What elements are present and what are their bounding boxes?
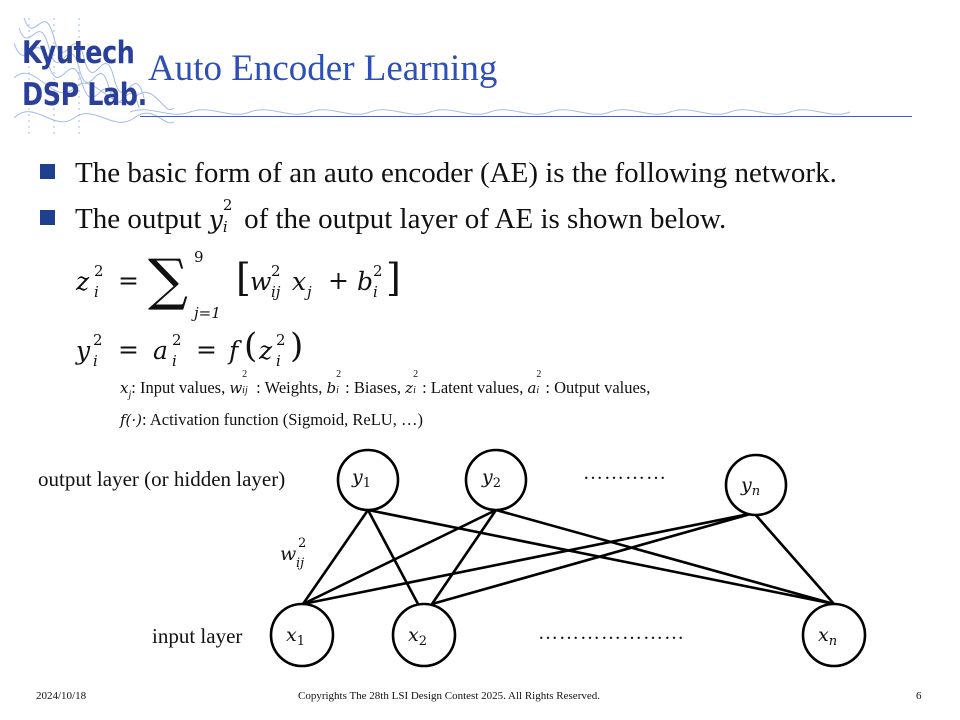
title-wave-decoration (130, 109, 851, 115)
input-layer-label: input layer (152, 624, 243, 648)
bullet-square-icon (40, 210, 55, 225)
logo-text-line2: DSP Lab. (22, 77, 147, 113)
output-node-label: yn (741, 474, 761, 499)
edge-y1-x1 (301, 509, 370, 605)
edge-yn-xn (753, 512, 835, 605)
output-node-y2 (464, 448, 528, 512)
bullet-square-icon (40, 164, 55, 179)
symbol-legend-line2: f(·): Activation function (Sigmoid, ReLU… (120, 410, 423, 429)
logo-text-line1: Kyutech (22, 35, 135, 71)
bullet-math-var: y (208, 205, 223, 234)
edge-yn-x2 (431, 511, 755, 606)
title-divider (140, 116, 912, 117)
sum-upper-limit: 9 (194, 248, 204, 266)
output-layer-label: output layer (or hidden layer) (38, 467, 286, 491)
output-node-label: y2 (482, 466, 502, 491)
footer-date: 2024/10/18 (36, 690, 87, 702)
input-node-label: x1 (286, 624, 305, 649)
logo: Kyutech DSP Lab. (14, 18, 174, 136)
bullet-text-pre: The output (75, 203, 209, 235)
bullet-math-sub: i (222, 218, 228, 236)
edge-yn-x1 (302, 511, 755, 606)
sum-lower-limit: j=1 (194, 304, 221, 322)
summation-sign: ∑ (148, 248, 188, 313)
edge-y2-xn (495, 508, 835, 606)
footer-page-number: 6 (916, 690, 922, 702)
bullet-math-sup: 2 (222, 196, 233, 214)
footer-copyright: Copyrights The 28th LSI Design Contest 2… (298, 690, 600, 702)
input-ellipsis: ………………… (538, 622, 685, 644)
output-node-label: y1 (352, 466, 372, 491)
input-node-label: x2 (408, 624, 427, 649)
input-node-xn (801, 602, 867, 668)
input-node-x1 (269, 602, 335, 668)
input-node-label: xn (818, 624, 838, 649)
edge-y1-x2 (366, 509, 420, 605)
bullet-item: The basic form of an auto encoder (AE) i… (40, 157, 837, 190)
bullet-text-post: of the output layer of AE is shown below… (236, 203, 727, 235)
bullet-text: The basic form of an auto encoder (AE) i… (75, 157, 837, 189)
output-node-y1 (336, 448, 400, 512)
output-node-yn (724, 453, 788, 517)
input-node-x2 (391, 602, 457, 668)
logo-wave-pattern (14, 18, 174, 136)
page-title: Auto Encoder Learning (148, 48, 498, 89)
edge-y2-x1 (302, 508, 497, 606)
output-ellipsis: ………… (583, 462, 667, 484)
edge-y2-x2 (430, 509, 498, 605)
